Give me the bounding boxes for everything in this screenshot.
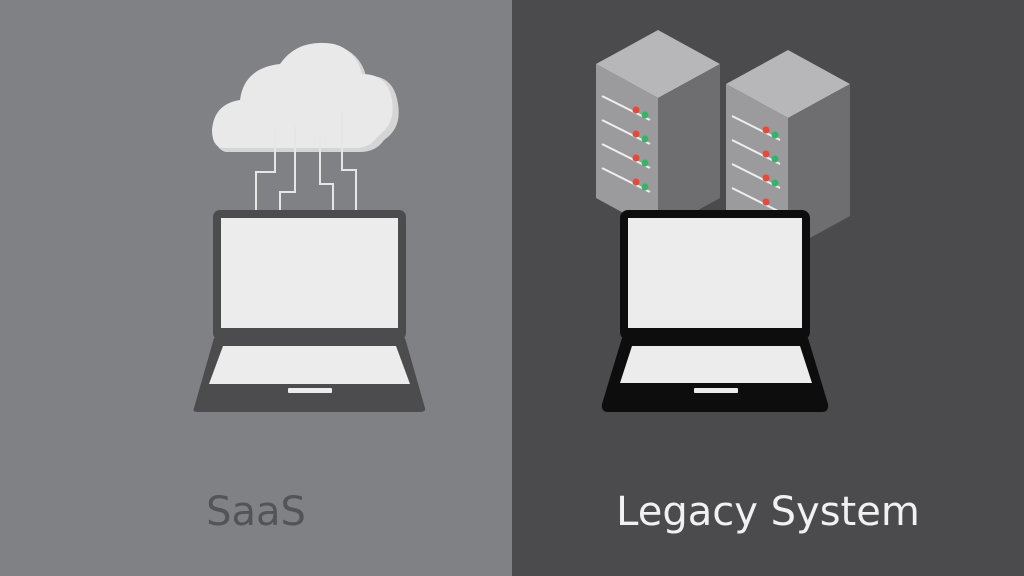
saas-artwork [193,42,426,412]
laptop-icon [193,210,426,412]
saas-panel: SaaS [0,0,512,576]
legacy-artwork [596,30,850,412]
server-rack-icon [596,30,720,232]
server-rack-icon [726,50,850,250]
legacy-system-panel: Legacy System [512,0,1024,576]
saas-label: SaaS [206,489,306,535]
laptop-icon [601,210,829,412]
legacy-system-label: Legacy System [616,489,920,535]
cloud-icon [212,42,399,152]
